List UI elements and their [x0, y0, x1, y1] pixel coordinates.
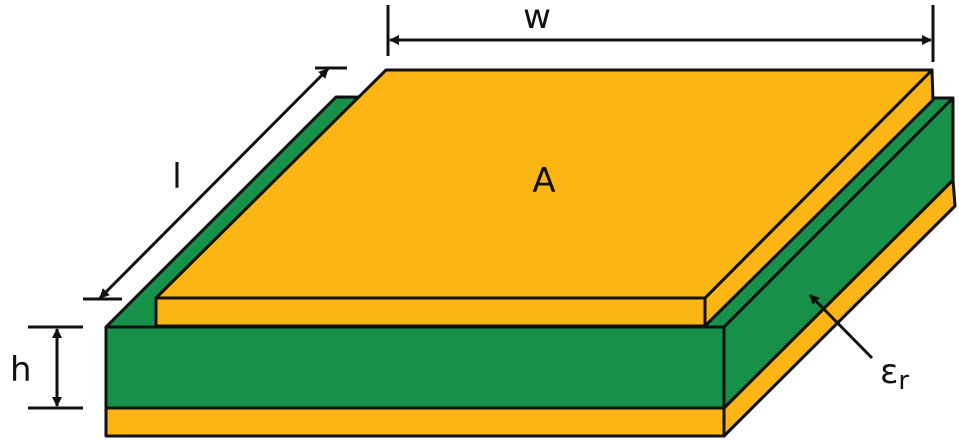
height-label: h: [10, 350, 32, 390]
area-label: A: [532, 161, 555, 201]
width-label: w: [523, 0, 551, 37]
length-dimension-arrow: [98, 67, 330, 300]
bottom-plate-front: [104, 406, 726, 438]
length-label: l: [172, 157, 181, 197]
substrate-front: [104, 325, 726, 410]
permittivity-pointer-arrow: [808, 293, 874, 360]
permittivity-label: εr: [880, 352, 909, 396]
permittivity-symbol: ε: [880, 352, 898, 392]
permittivity-subscript: r: [898, 366, 909, 396]
top-plate-front: [154, 296, 707, 328]
